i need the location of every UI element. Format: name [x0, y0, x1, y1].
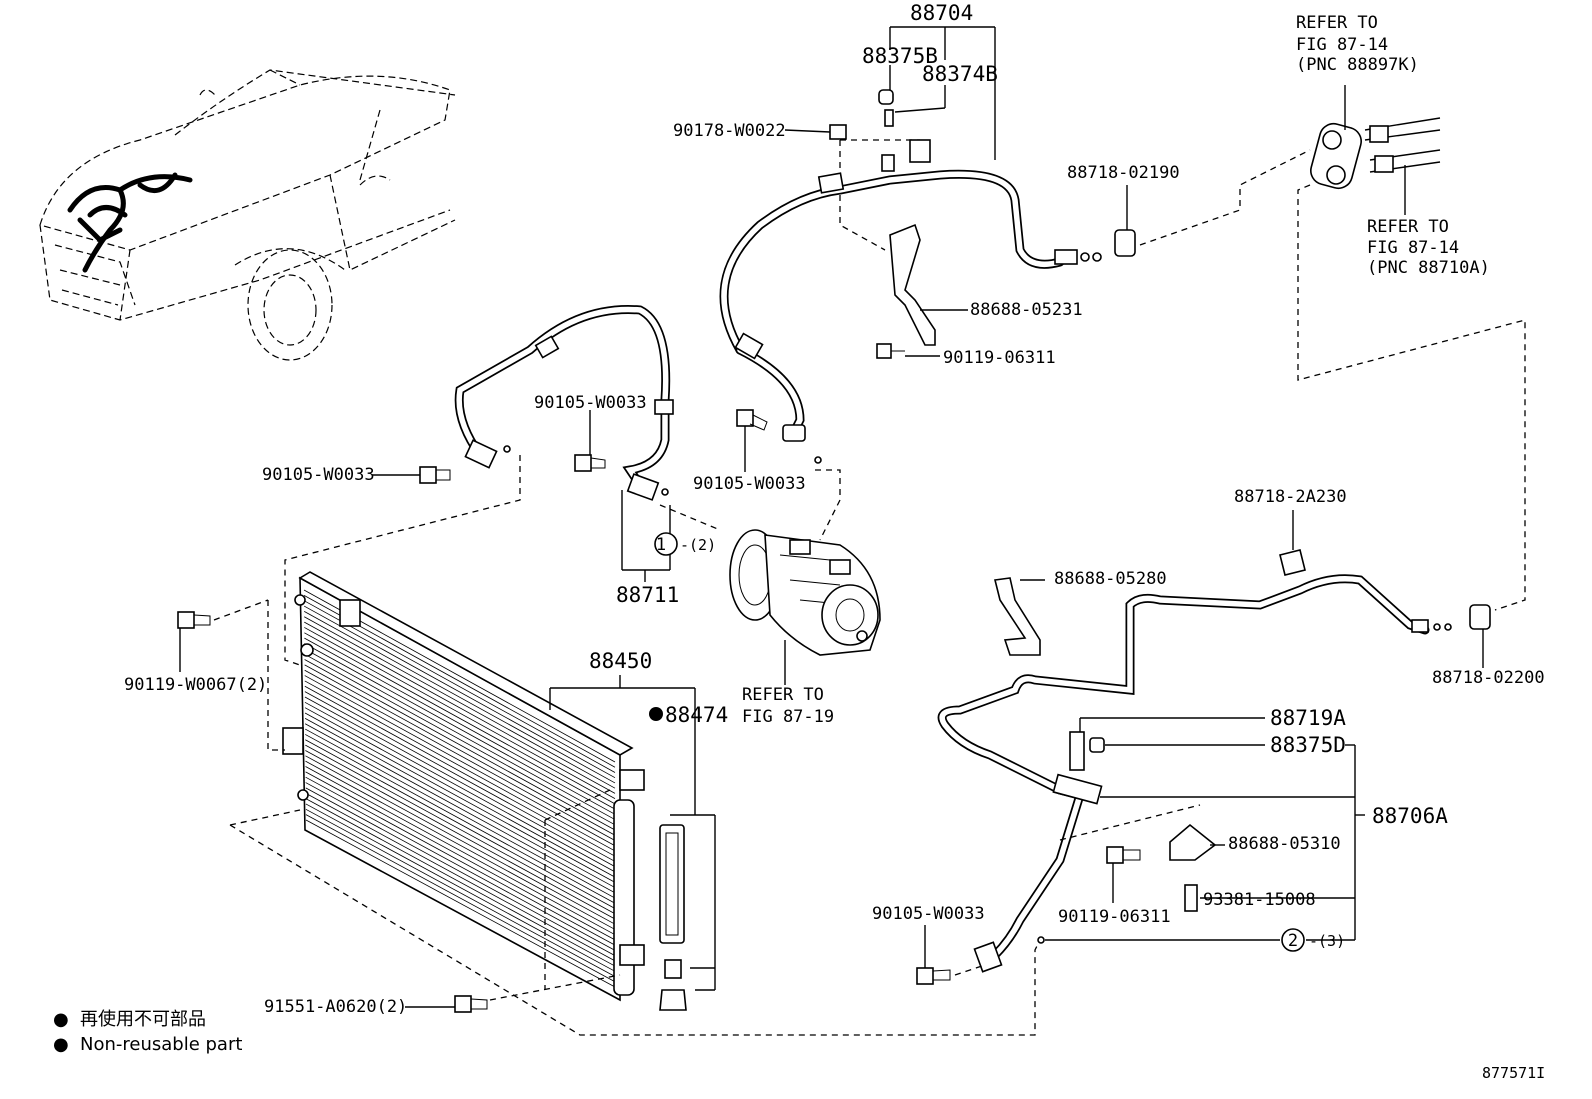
- figure-number: 877571I: [1482, 1064, 1545, 1082]
- condenser-fin-line: [304, 648, 616, 820]
- condenser-fin-line: [305, 766, 616, 936]
- label-88719A: 88719A: [1270, 706, 1346, 730]
- condenser-fin-line: [303, 611, 616, 784]
- label-88718-2A230: 88718-2A230: [1234, 487, 1347, 507]
- legend-bullet-jp: ●: [53, 1009, 69, 1030]
- condenser-fin-line: [304, 627, 616, 799]
- label-90178-W0022: 90178-W0022: [673, 121, 786, 141]
- callout-circle-1-qty: -(2): [680, 536, 716, 554]
- label-90105-W0033-mid: 90105-W0033: [534, 393, 647, 413]
- vehicle-locator-illustration: [39, 69, 456, 361]
- label-88704: 88704: [910, 1, 973, 25]
- legend-bullet-en: ●: [53, 1034, 69, 1055]
- condenser-fin-line: [304, 643, 616, 815]
- condenser-fin-line: [304, 696, 616, 868]
- label-90119-06311-top: 90119-06311: [943, 348, 1056, 368]
- refer-compressor-line1: REFER TO: [742, 685, 824, 705]
- label-88474: 88474: [665, 703, 728, 727]
- condenser-fin-line: [305, 782, 616, 951]
- label-93381-15008: 93381-15008: [1203, 890, 1316, 910]
- condenser-fin-line: [305, 776, 616, 946]
- compressor-illustration: [729, 529, 881, 685]
- condenser-illustration: [177, 571, 1041, 1036]
- condenser-fin-line: [305, 814, 616, 983]
- condenser-fin-line: [305, 750, 616, 920]
- condenser-fin-line: [304, 669, 616, 841]
- condenser-fin-line: [305, 803, 616, 972]
- condenser-fin-line: [304, 723, 616, 894]
- refer-compressor-line2: FIG 87-19: [742, 707, 834, 727]
- firewall-block-group: [1297, 85, 1526, 611]
- condenser-fin-line: [303, 605, 616, 779]
- non-reusable-marker: [649, 707, 663, 721]
- condenser-fin-line: [304, 621, 616, 794]
- condenser-fin-line: [305, 819, 616, 988]
- label-88375B: 88375B: [862, 44, 938, 68]
- condenser-fin-line: [305, 755, 616, 925]
- label-88706A: 88706A: [1372, 804, 1448, 828]
- condenser-fin-line: [304, 632, 616, 805]
- label-88718-02190: 88718-02190: [1067, 163, 1180, 183]
- refer-top-line1: REFER TO: [1296, 13, 1378, 33]
- condenser-fin-line: [304, 701, 616, 873]
- discharge-hose-assembly: [719, 26, 1311, 464]
- condenser-fin-line: [304, 691, 616, 862]
- part-labels: 88704 88375B 88374B 90178-W0022 88718-02…: [124, 1, 1545, 1017]
- callout-circle-2: 2: [1288, 931, 1298, 951]
- label-88375D: 88375D: [1270, 733, 1346, 757]
- label-90119-W0067: 90119-W0067(2): [124, 675, 267, 695]
- condenser-fin-line: [305, 787, 616, 956]
- condenser-fin-line: [304, 653, 616, 826]
- label-90119-06311-bottom: 90119-06311: [1058, 907, 1171, 927]
- liquid-tube-assembly: [916, 510, 1491, 985]
- condenser-fin-line: [304, 675, 616, 847]
- label-88718-02200: 88718-02200: [1432, 668, 1545, 688]
- label-90105-W0033-bottom: 90105-W0033: [872, 904, 985, 924]
- refer-right-line2: FIG 87-14: [1367, 238, 1459, 258]
- condenser-fin-line: [304, 707, 616, 878]
- refer-top-line2: FIG 87-14: [1296, 35, 1388, 55]
- label-88450: 88450: [589, 649, 652, 673]
- label-90105-W0033-compressor: 90105-W0033: [693, 474, 806, 494]
- refer-right-line3: (PNC 88710A): [1367, 258, 1490, 278]
- label-91551-A0620: 91551-A0620(2): [264, 997, 407, 1017]
- legend: ● 再使用不可部品 ● Non-reusable part: [53, 1009, 242, 1055]
- condenser-fin-line: [305, 734, 616, 904]
- label-88711: 88711: [616, 583, 679, 607]
- legend-text-jp: 再使用不可部品: [80, 1009, 206, 1030]
- condenser-fin-line: [305, 771, 616, 941]
- condenser-fin-line: [304, 659, 616, 831]
- callout-circle-2-qty: -(3): [1309, 932, 1345, 950]
- legend-text-en: Non-reusable part: [80, 1034, 242, 1055]
- suction-hose-assembly: [284, 305, 841, 666]
- condenser-fin-line: [305, 739, 616, 909]
- condenser-fin-line: [303, 600, 616, 773]
- condenser-fin-line: [304, 718, 616, 888]
- label-88688-05280: 88688-05280: [1054, 569, 1167, 589]
- label-88688-05310: 88688-05310: [1228, 834, 1341, 854]
- condenser-fin-line: [304, 712, 616, 883]
- condenser-fin-line: [305, 760, 616, 930]
- condenser-fin-line: [304, 664, 616, 836]
- refer-right-line1: REFER TO: [1367, 217, 1449, 237]
- condenser-fin-line: [304, 680, 616, 852]
- condenser-fin-line: [305, 808, 616, 977]
- condenser-fin-line: [304, 685, 616, 857]
- condenser-fin-line: [305, 798, 616, 967]
- condenser-fin-line: [305, 728, 616, 899]
- callout-circle-1: 1: [656, 535, 666, 555]
- refer-top-line3: (PNC 88897K): [1296, 55, 1419, 75]
- condenser-fin-line: [305, 792, 616, 962]
- condenser-fin-line: [305, 744, 616, 915]
- label-90105-W0033-left: 90105-W0033: [262, 465, 375, 485]
- label-88374B: 88374B: [922, 62, 998, 86]
- condenser-fin-line: [304, 637, 616, 810]
- label-88688-05231: 88688-05231: [970, 300, 1083, 320]
- condenser-fin-line: [304, 616, 616, 789]
